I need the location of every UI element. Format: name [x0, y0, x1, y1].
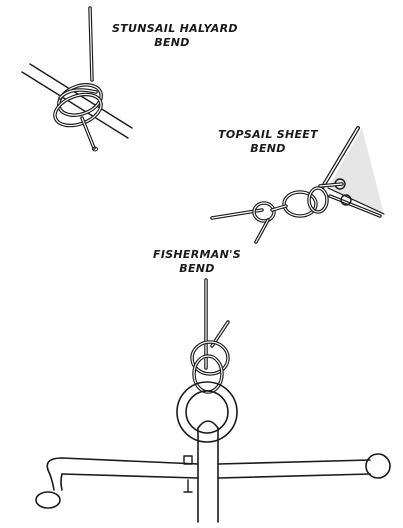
stunsail-halyard-bend-drawing [21, 6, 133, 152]
topsail-sheet-bend-subtitle: BEND [250, 142, 286, 155]
topsail-sheet-bend-label: TOPSAIL SHEET BEND [218, 128, 318, 156]
fishermans-bend-title: FISHERMAN'S [153, 248, 241, 261]
fishermans-bend-subtitle: BEND [179, 262, 215, 275]
stunsail-halyard-bend-subtitle: BEND [154, 36, 190, 49]
fishermans-bend-drawing [35, 278, 391, 523]
stunsail-halyard-bend-title: STUNSAIL HALYARD [112, 22, 238, 35]
stunsail-halyard-bend-label: STUNSAIL HALYARD BEND [112, 22, 238, 50]
topsail-sheet-bend-drawing [210, 126, 385, 244]
topsail-sheet-bend-title: TOPSAIL SHEET [218, 128, 318, 141]
fishermans-bend-label: FISHERMAN'S BEND [152, 248, 242, 276]
